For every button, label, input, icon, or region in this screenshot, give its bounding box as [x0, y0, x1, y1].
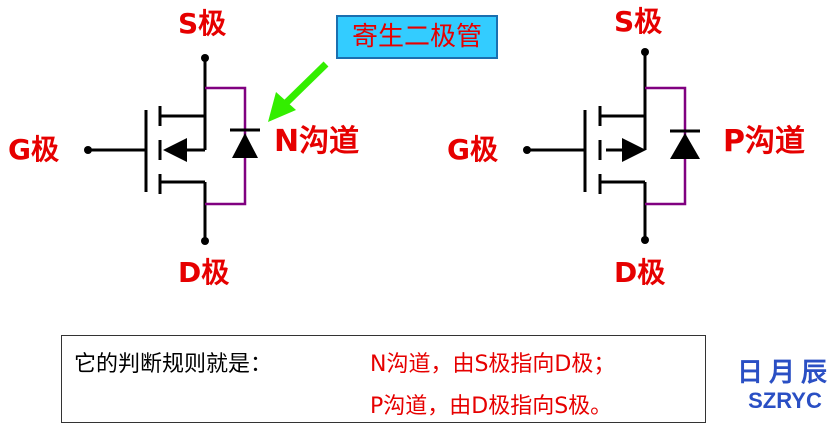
n-parasitic-diode: [205, 86, 260, 206]
drain-terminal-dot: [641, 236, 649, 244]
n-channel-mosfet-symbol: [84, 54, 209, 245]
brand-logo: 日月辰 SZRYC: [737, 360, 833, 412]
left-drain-label: D极: [178, 256, 230, 289]
n-channel-rule: N沟道，由S极指向D极；: [370, 352, 616, 377]
callout-arrow: [268, 61, 329, 122]
gate-terminal-dot: [84, 146, 92, 154]
gate-terminal-dot: [523, 146, 531, 154]
diode-triangle: [670, 133, 700, 159]
right-gate-label: G极: [447, 133, 498, 166]
right-drain-label: D极: [614, 256, 666, 289]
p-channel-rule: P沟道，由D极指向S极。: [370, 394, 613, 419]
left-channel-label: N沟道: [274, 124, 360, 159]
diode-triangle: [232, 133, 258, 158]
parasitic-diode-callout: 寄生二极管: [336, 15, 498, 59]
left-gate-label: G极: [8, 133, 59, 166]
left-source-label: S极: [178, 7, 227, 40]
drain-terminal-dot: [201, 237, 209, 245]
right-channel-label: P沟道: [723, 124, 805, 159]
p-parasitic-diode: [645, 86, 700, 206]
right-source-label: S极: [614, 5, 663, 38]
p-channel-mosfet-symbol: [523, 48, 649, 244]
source-terminal-dot: [641, 48, 649, 56]
logo-chinese: 日月辰: [737, 358, 834, 388]
logo-english: SZRYC: [748, 388, 822, 413]
source-terminal-dot: [201, 54, 209, 62]
rule-intro: 它的判断规则就是：: [74, 352, 273, 377]
rule-box: 它的判断规则就是： N沟道，由S极指向D极； P沟道，由D极指向S极。: [61, 335, 706, 423]
